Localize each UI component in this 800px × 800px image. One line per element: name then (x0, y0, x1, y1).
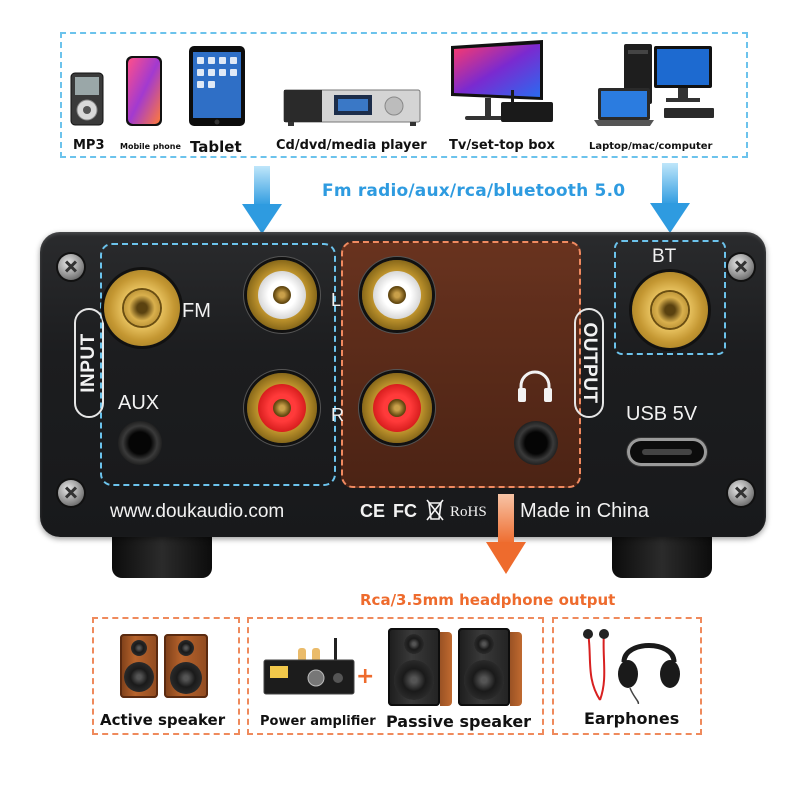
source-label-laptop: Laptop/mac/computer (589, 141, 713, 152)
made-in-text: Made in China (520, 500, 649, 522)
mobile-phone-icon (126, 56, 162, 126)
source-label-mobile: Mobile phone (120, 142, 181, 151)
usb-c-port[interactable] (630, 441, 704, 463)
output-label-power-amp: Power amplifier (260, 714, 376, 729)
plus-sign: + (356, 664, 375, 689)
fm-label: FM (182, 300, 211, 322)
active-speaker-icon (164, 634, 208, 698)
active-speaker-icon (120, 634, 158, 698)
rca-output-right[interactable] (362, 373, 432, 443)
tablet-icon (189, 46, 245, 126)
fm-antenna-connector[interactable] (104, 270, 180, 346)
tv-icon (451, 40, 553, 122)
fc-mark: FC (393, 501, 417, 521)
passive-speaker-icon (458, 628, 522, 706)
input-label-frame: INPUT (74, 308, 104, 418)
screw-icon (728, 254, 754, 280)
input-arrow-right (650, 163, 690, 233)
input-caption: Fm radio/aux/rca/bluetooth 5.0 (322, 181, 626, 201)
bt-label: BT (652, 246, 677, 267)
output-label-frame: OUTPUT (574, 308, 604, 418)
left-channel-label: L (331, 290, 342, 310)
output-caption: Rca/3.5mm headphone output (360, 591, 616, 609)
aux-label: AUX (118, 392, 160, 414)
rca-input-right[interactable] (247, 373, 317, 443)
input-label: INPUT (78, 333, 99, 393)
rca-input-left[interactable] (247, 260, 317, 330)
source-label-mp3: MP3 (73, 138, 105, 153)
output-box-earphones (552, 617, 702, 735)
mp3-player-icon (70, 72, 104, 126)
rohs-mark: RoHS (450, 504, 487, 520)
bluetooth-antenna-connector[interactable] (632, 272, 708, 348)
input-zone (100, 243, 336, 486)
input-arrow-left (242, 166, 282, 234)
input-sources-box (60, 32, 748, 158)
output-label-active: Active speaker (100, 711, 226, 729)
usb-label: USB 5V (626, 403, 698, 425)
media-player-icon (283, 89, 421, 126)
screw-icon (58, 480, 84, 506)
source-label-tv: Tv/set-top box (449, 138, 555, 153)
earphones-icon (583, 629, 680, 704)
passive-speaker-icon (388, 628, 452, 706)
source-label-cd: Cd/dvd/media player (276, 138, 427, 153)
right-channel-label: R (331, 405, 344, 425)
screw-icon (58, 254, 84, 280)
weee-bin-icon (426, 499, 444, 521)
output-box-passive (247, 617, 544, 735)
output-label: OUTPUT (579, 322, 600, 404)
output-arrow (486, 494, 526, 574)
headphone-output-jack[interactable] (514, 421, 558, 465)
ce-mark: CE (360, 501, 386, 521)
power-amplifier-icon (263, 638, 355, 695)
screw-icon (728, 480, 754, 506)
rca-output-left[interactable] (362, 260, 432, 330)
bluetooth-zone (614, 240, 726, 355)
aux-input-jack[interactable] (118, 421, 162, 465)
output-label-passive: Passive speaker (386, 712, 532, 731)
source-label-tablet: Tablet (190, 138, 242, 156)
output-box-active (92, 617, 240, 735)
headphones-icon (518, 370, 552, 402)
computer-icon (594, 44, 714, 126)
website-text: www.doukaudio.com (110, 501, 285, 522)
output-label-earphones: Earphones (584, 709, 680, 728)
